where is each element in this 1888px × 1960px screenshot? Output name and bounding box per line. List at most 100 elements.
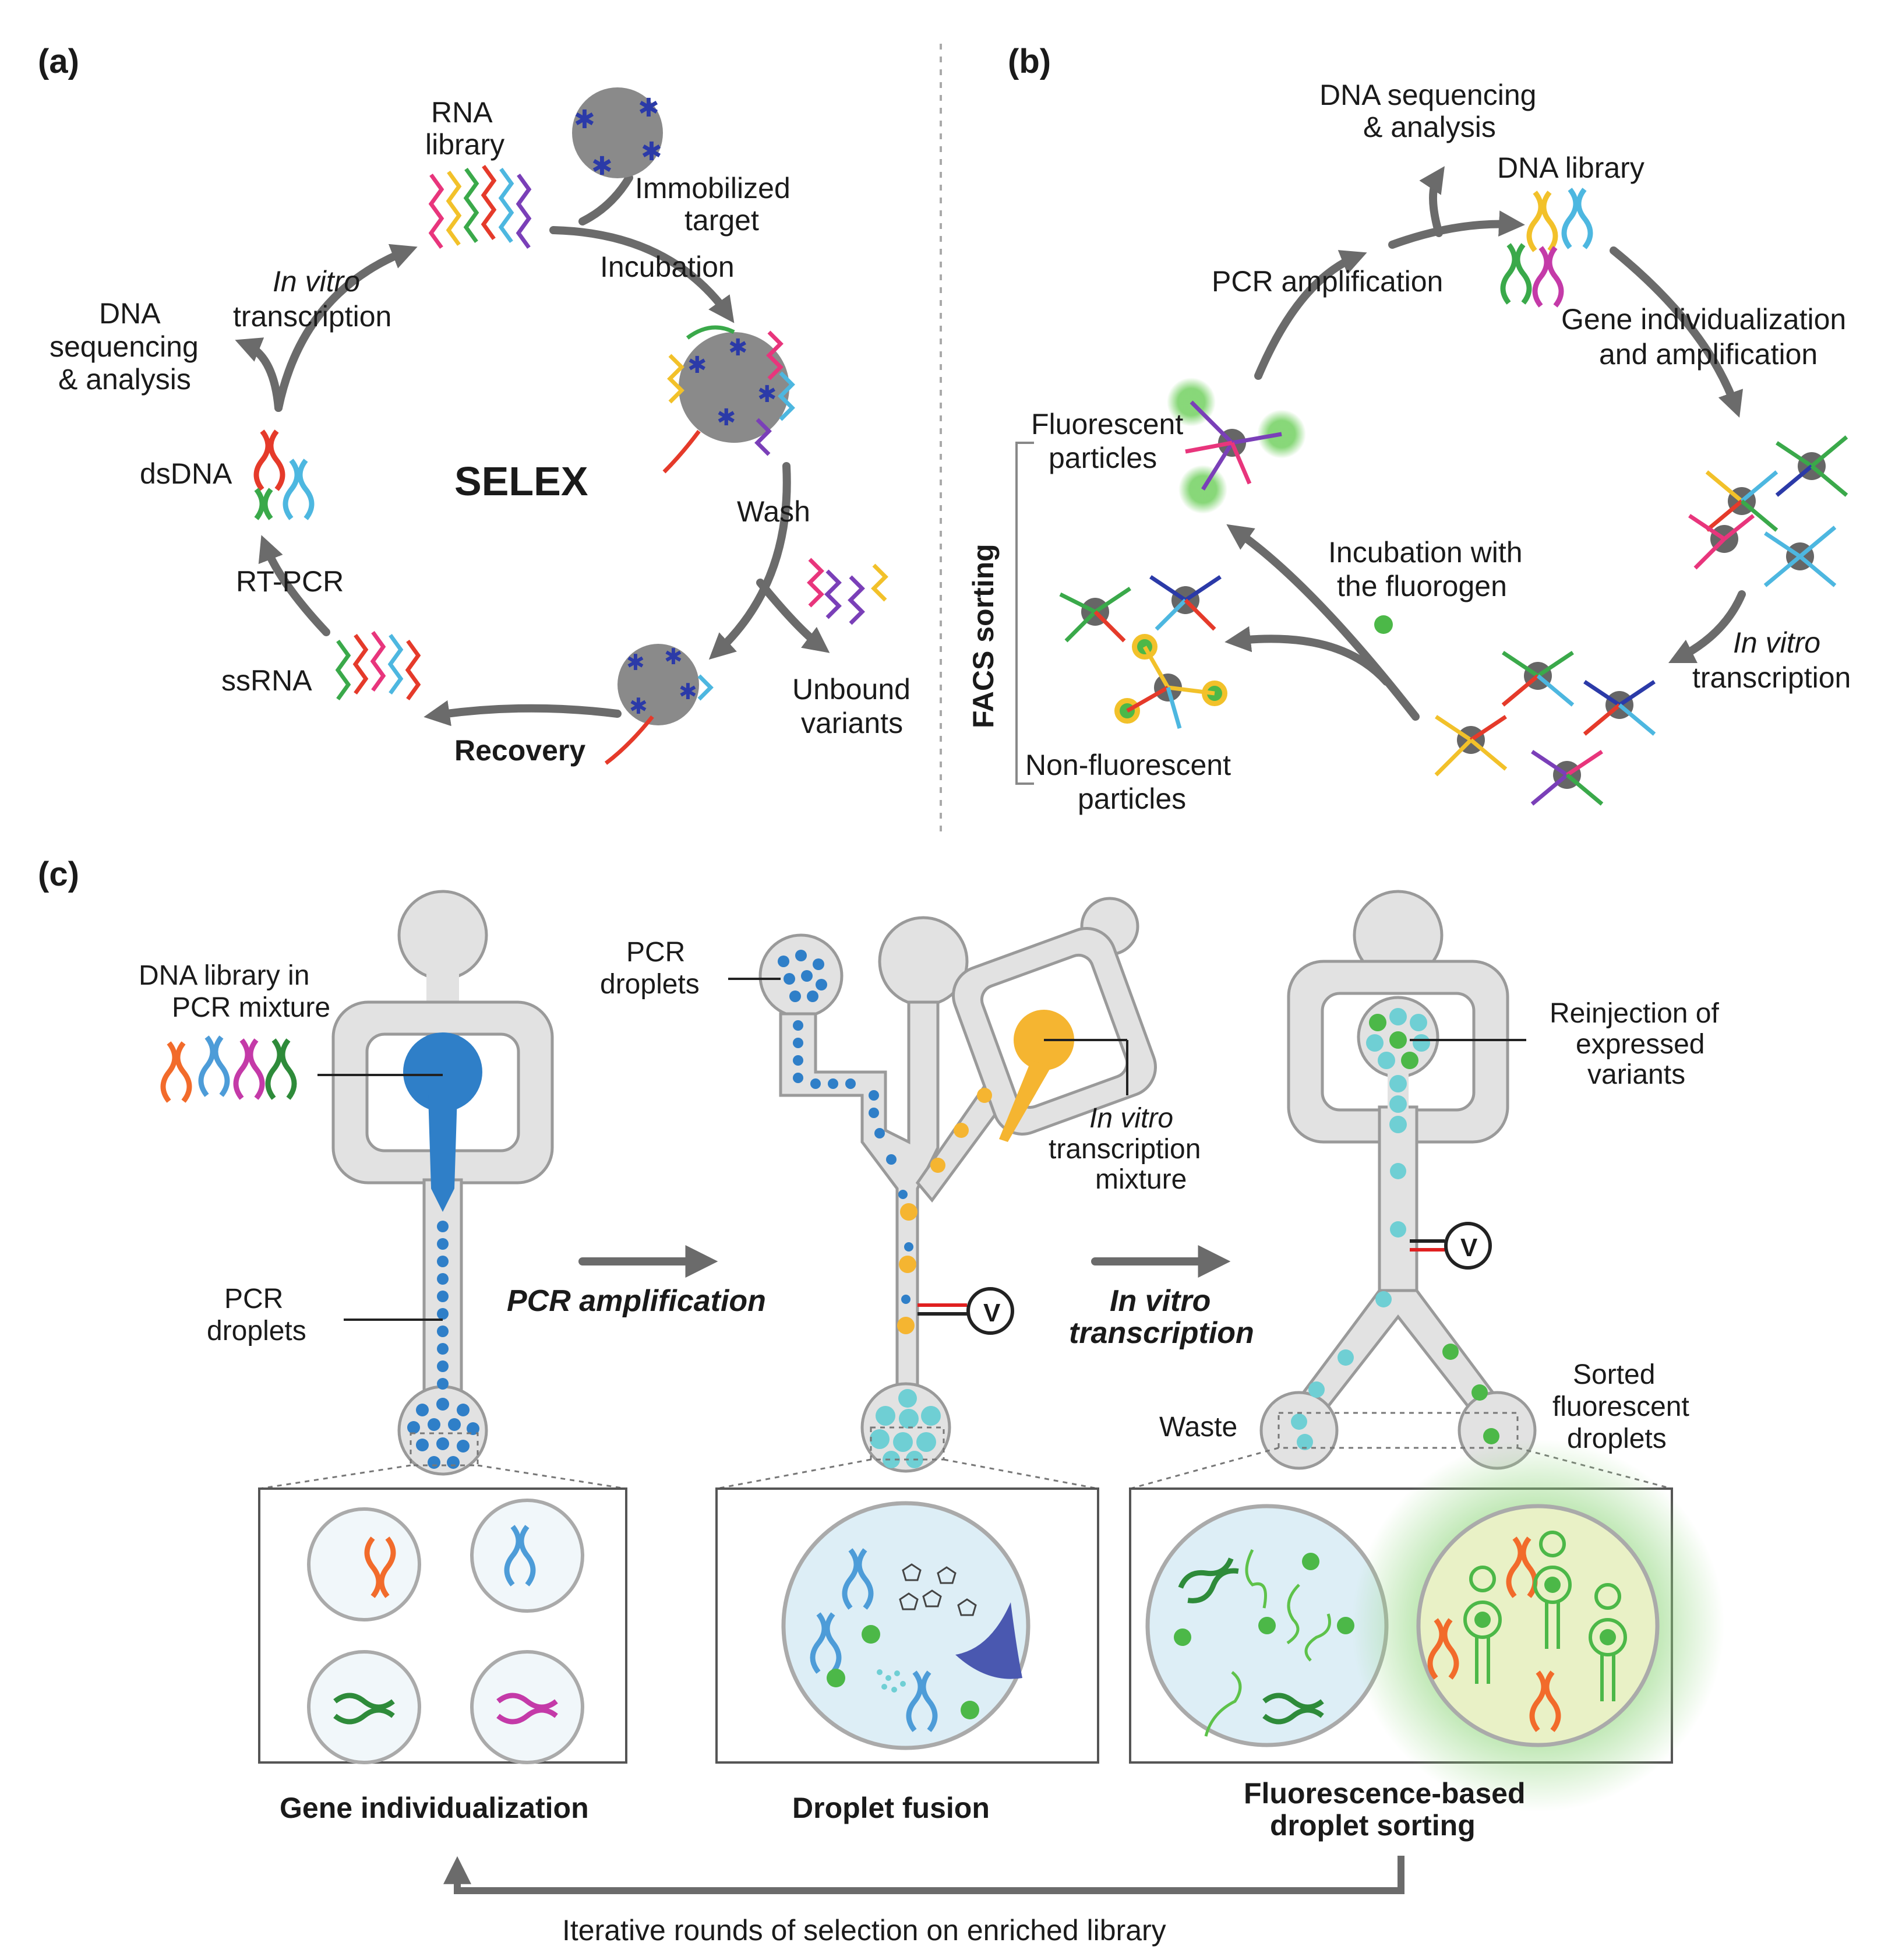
svg-text:✱: ✱ (591, 152, 613, 181)
rt-pcr-label: RT-PCR (236, 565, 344, 598)
c-reinjection-2: expressed (1576, 1029, 1705, 1060)
b-gene-indiv-2: and amplification (1599, 338, 1818, 371)
arrow-transcription (274, 244, 418, 412)
chip-3: V (1259, 890, 1537, 1470)
c-pcr-droplets-1a: PCR (224, 1284, 283, 1314)
panel-c: (c) (38, 855, 1724, 1947)
chip-2-ivt-droplets (897, 1088, 992, 1334)
b-fluorescent-2: particles (1049, 442, 1157, 474)
c-iterative-label: Iterative rounds of selection on enriche… (562, 1914, 1166, 1947)
amplified-beads-icon (1688, 435, 1848, 587)
c-dna-library-2: PCR mixture (172, 992, 330, 1023)
a-in-vitro-1: In vitro (273, 265, 360, 298)
pcr-mixture-dna-icon (160, 1035, 297, 1103)
c-pcr-droplets-2a: PCR (626, 937, 685, 968)
svg-text:✱: ✱ (717, 405, 736, 431)
dsdna-label: dsDNA (140, 457, 232, 490)
immobilized-target-label-2: target (684, 204, 759, 237)
svg-text:✱: ✱ (757, 382, 777, 407)
chip-2: V (728, 897, 1157, 1473)
c-ivt-mixture-3: mixture (1095, 1164, 1187, 1195)
panel-b: (b) (967, 43, 1851, 815)
c-pcr-droplets-2b: droplets (600, 969, 700, 1000)
c-pcr-amplification-label: PCR amplification (507, 1284, 766, 1318)
svg-text:✱: ✱ (629, 695, 648, 719)
c-ivt-label-1: In vitro (1110, 1284, 1211, 1318)
b-nonfluor-2: particles (1078, 782, 1186, 815)
ssrna-icon (335, 630, 421, 701)
b-dna-library-icon (1500, 188, 1593, 308)
selex-title: SELEX (454, 459, 588, 504)
arrow-gene-indiv (1610, 246, 1744, 418)
ssrna-label: ssRNA (221, 664, 312, 697)
b-dna-library-label: DNA library (1497, 151, 1644, 184)
b-dna-seq-2: & analysis (1363, 111, 1496, 143)
a-dna-seq-3: & analysis (58, 363, 191, 396)
a-dna-seq-1: DNA (99, 297, 161, 330)
arrow-in-vitro (1668, 590, 1746, 664)
c-gene-indiv-caption: Gene individualization (280, 1792, 589, 1824)
recovery-label: Recovery (454, 734, 585, 767)
rna-library-icon (428, 164, 532, 249)
iterative-arrow (443, 1856, 1404, 1894)
polymerase-icon (955, 1602, 1022, 1679)
c-sorted-2: fluorescent (1552, 1391, 1689, 1422)
panel-c-label: (c) (38, 855, 79, 893)
c-sorted-1: Sorted (1573, 1359, 1655, 1390)
transcribed-beads-icon (1434, 651, 1656, 806)
c-ivt-mixture-2: transcription (1049, 1134, 1201, 1165)
c-ivt-label-2: transcription (1069, 1316, 1254, 1350)
wash-label: Wash (737, 495, 810, 528)
arrow-to-dna-library (1388, 210, 1525, 249)
fluorogen-dot (1374, 615, 1393, 634)
immobilized-target-label-1: Immobilized (635, 172, 791, 205)
incubation-label: Incubation (600, 251, 735, 283)
bound-target-icon: ✱ ✱ ✱ ✱ (662, 325, 795, 474)
chip-1-droplets (407, 1221, 479, 1469)
a-in-vitro-2: transcription (233, 300, 391, 333)
arrow-unbound (756, 579, 830, 653)
voltage-electrode-2 (1444, 1222, 1492, 1270)
arrow-sequencing (235, 337, 283, 412)
panel-a-label: (a) (38, 43, 79, 80)
voltage-label-2: V (1460, 1233, 1478, 1262)
arrow-incubation (549, 226, 735, 323)
fluorescent-particle-icon (1167, 378, 1306, 514)
arrow-target-merge (578, 174, 633, 225)
c-ivt-mixture-1: In vitro (1089, 1103, 1173, 1134)
svg-text:✱: ✱ (626, 651, 645, 675)
facs-sorting-label: FACS sorting (967, 544, 1000, 728)
panel-a: (a) ✱ ✱ ✱ ✱ (38, 43, 911, 767)
b-incubation-fluorogen-1: Incubation with (1328, 536, 1523, 569)
svg-text:✱: ✱ (679, 680, 697, 704)
b-gene-indiv-1: Gene individualization (1561, 303, 1846, 336)
chip-3-reinjected-droplets (1291, 1008, 1499, 1450)
arrow-wash (708, 462, 791, 660)
rna-library-label-1: RNA (431, 96, 493, 129)
b-dna-seq-1: DNA sequencing (1319, 79, 1536, 111)
immobilized-target-icon: ✱ ✱ ✱ ✱ (572, 87, 663, 181)
arrow-rt-pcr (258, 535, 330, 636)
unbound-variants-icon (807, 558, 888, 625)
svg-text:✱: ✱ (728, 335, 748, 361)
c-waste-label: Waste (1159, 1412, 1237, 1443)
c-reinjection-3: variants (1587, 1059, 1685, 1090)
chip-2-pcr-droplets (778, 950, 913, 1304)
b-in-vitro-2: transcription (1692, 661, 1851, 694)
voltage-electrode-1 (966, 1287, 1014, 1335)
arrow-pcr-up (1254, 250, 1367, 380)
b-in-vitro-1: In vitro (1733, 626, 1820, 659)
chip-2-fused-droplets (870, 1389, 941, 1468)
arrow-to-nonfluorescent (1224, 626, 1391, 686)
chip-1 (317, 890, 554, 1476)
svg-text:✱: ✱ (664, 645, 683, 669)
rna-library-label-2: library (425, 128, 504, 161)
svg-text:✱: ✱ (574, 105, 595, 134)
unbound-variants-label-1: Unbound (792, 673, 911, 706)
panel-b-label: (b) (1008, 43, 1051, 80)
zoom-box-droplet-fusion (715, 1487, 1099, 1764)
a-dna-seq-2: sequencing (50, 330, 199, 363)
c-fluor-sorting-caption-1: Fluorescence-based (1244, 1777, 1526, 1810)
recovery-target-icon: ✱ ✱ ✱ ✱ (604, 644, 714, 765)
